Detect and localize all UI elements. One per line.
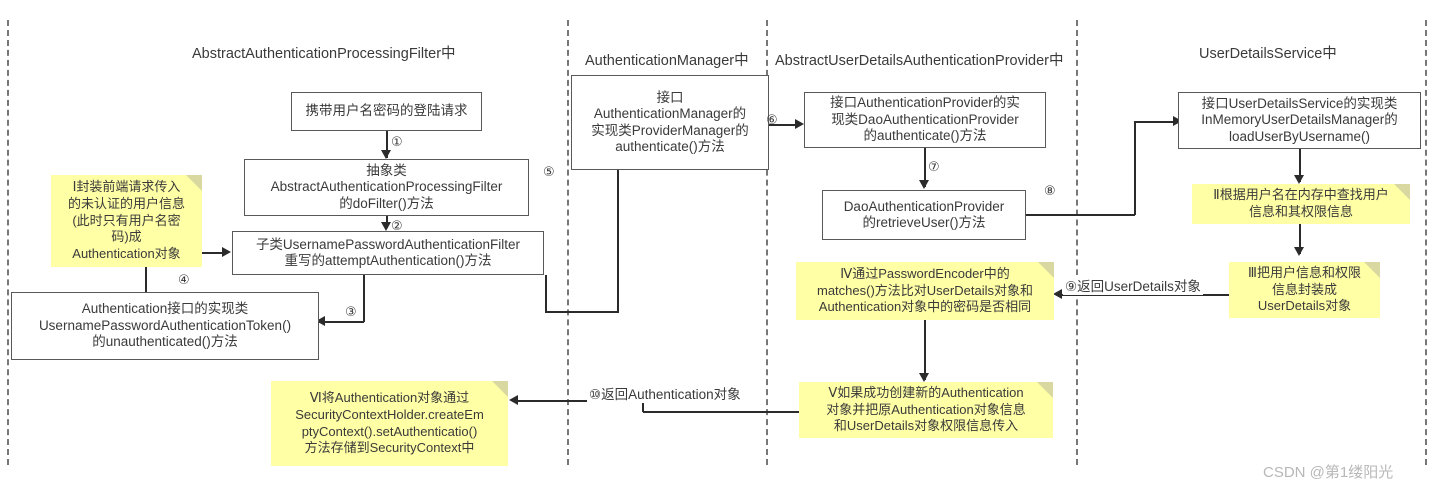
edge-7-line [924,148,926,187]
lane-divider-1 [567,20,569,465]
edge-2-arrowhead [381,222,391,231]
edge-4-line [145,267,147,293]
edge-label-10: ⑩返回Authentication对象 [587,383,743,403]
box-login-request[interactable]: 携带用户名密码的登陆请求 [291,92,482,131]
step-label-8: ⑧ [1044,183,1056,198]
diagram-frame [7,20,1427,465]
edge-8-hline-b [1134,121,1178,123]
step-label-2: ② [391,218,403,233]
note-find-user-in-memory[interactable]: Ⅱ根据用户名在内存中查找用户信息和其权限信息 [1192,184,1410,224]
edge-6-line [769,124,798,126]
edge-10-hline-b [516,400,643,402]
edge-8-arrowhead [1173,116,1182,126]
edge-3-hline [319,321,364,323]
edge-7-arrowhead [919,180,929,189]
box-dao-authenticate[interactable]: 接口AuthenticationProvider的实现类DaoAuthentic… [804,92,1046,148]
edge-loaduser-note2-arrowhead [1294,175,1304,184]
watermark: CSDN @第1缕阳光 [1263,464,1394,481]
edge-10-hline-a [643,411,800,413]
step-label-4: ④ [178,272,190,287]
step-label-6: ⑥ [766,112,778,127]
edge-note2-note3-arrowhead [1294,247,1304,256]
lane-title-manager: AuthenticationManager中 [585,53,749,69]
edge-6-arrowhead [795,119,804,129]
lane-title-provider: AbstractUserDetailsAuthenticationProvide… [775,53,1064,69]
step-label-5: ⑤ [543,164,555,179]
edge-note1-line [202,252,224,254]
edge-5-hline [545,311,618,313]
edge-loaduser-note2-line [1299,149,1301,182]
edge-1-line [386,131,388,158]
edge-note1-arrowhead [222,247,231,257]
edge-9-arrowhead [1053,289,1062,299]
edge-8-hline-a [1026,214,1135,216]
edge-10-arrowhead [509,395,518,405]
edge-note2-note3-line [1299,224,1301,254]
edge-note4-note5-line [924,320,926,380]
lane-title-userdetails: UserDetailsService中 [1199,46,1337,62]
step-label-7: ⑦ [928,159,940,174]
lane-divider-3 [1076,20,1078,465]
lane-divider-2 [766,20,768,465]
edge-5-vline-a [545,275,547,313]
edge-5-vline-b [617,124,619,313]
edge-8-vline [1134,121,1136,215]
edge-label-9: ⑨返回UserDetails对象 [1063,275,1203,295]
edge-note4-note5-arrowhead [919,373,929,382]
edge-10-vline [642,400,644,412]
lane-title-filter: AbstractAuthenticationProcessingFilter中 [192,46,456,62]
edge-3-vline [363,275,365,322]
step-label-1: ① [391,134,403,149]
edge-1-arrowhead [381,150,391,159]
step-label-3: ③ [345,304,357,319]
edge-3-arrowhead [316,316,325,326]
